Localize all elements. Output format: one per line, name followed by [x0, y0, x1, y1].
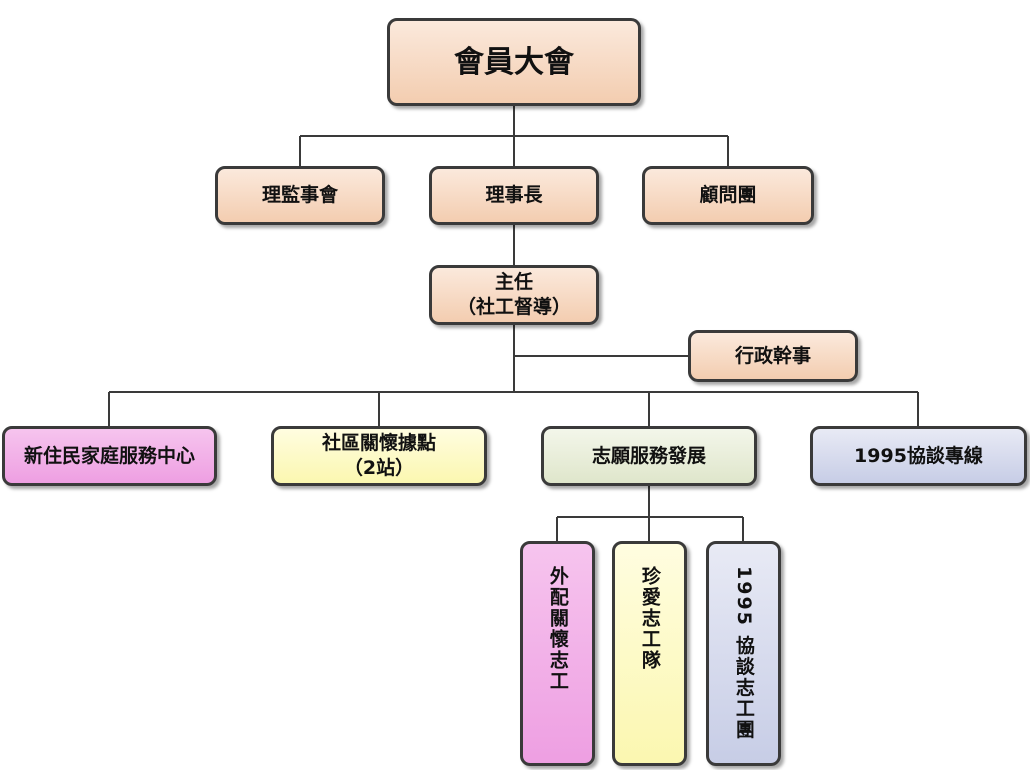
- node-label-line2: （社工督導）: [456, 296, 571, 318]
- node-label: 理監事會: [261, 184, 338, 207]
- node-board[interactable]: 理監事會: [215, 166, 385, 225]
- node-community-care[interactable]: 社區關懷據點 （2站）: [271, 426, 487, 486]
- node-label: 外配關懷志工: [546, 566, 569, 692]
- node-label-line2: （2站）: [343, 457, 415, 479]
- node-label-line1: 社區關懷據點: [321, 432, 436, 455]
- node-director[interactable]: 主任 （社工督導）: [429, 265, 599, 325]
- node-counsel-volunteer-team[interactable]: 1995 協談志工團: [706, 541, 781, 766]
- node-admin[interactable]: 行政幹事: [688, 330, 858, 382]
- node-label: 珍愛志工隊: [638, 566, 661, 671]
- node-spouse-care-volunteers[interactable]: 外配關懷志工: [520, 541, 595, 766]
- node-volunteer-development[interactable]: 志願服務發展: [541, 426, 757, 486]
- node-chairman[interactable]: 理事長: [429, 166, 599, 225]
- node-label: 1995 協談志工團: [732, 566, 755, 741]
- node-label: 1995協談專線: [854, 444, 983, 467]
- node-cherish-volunteer-team[interactable]: 珍愛志工隊: [612, 541, 687, 766]
- node-label: 行政幹事: [734, 344, 811, 367]
- node-advisors[interactable]: 顧問團: [642, 166, 814, 225]
- node-label: 理事長: [485, 184, 543, 207]
- node-assembly[interactable]: 會員大會: [387, 18, 641, 106]
- node-label: 志願服務發展: [591, 444, 706, 467]
- node-label-line1: 主任: [494, 271, 533, 294]
- node-label: 會員大會: [454, 44, 574, 80]
- node-new-resident-center[interactable]: 新住民家庭服務中心: [2, 426, 217, 486]
- node-label: 新住民家庭服務中心: [23, 444, 195, 467]
- node-hotline[interactable]: 1995協談專線: [810, 426, 1027, 486]
- node-label: 顧問團: [699, 184, 757, 207]
